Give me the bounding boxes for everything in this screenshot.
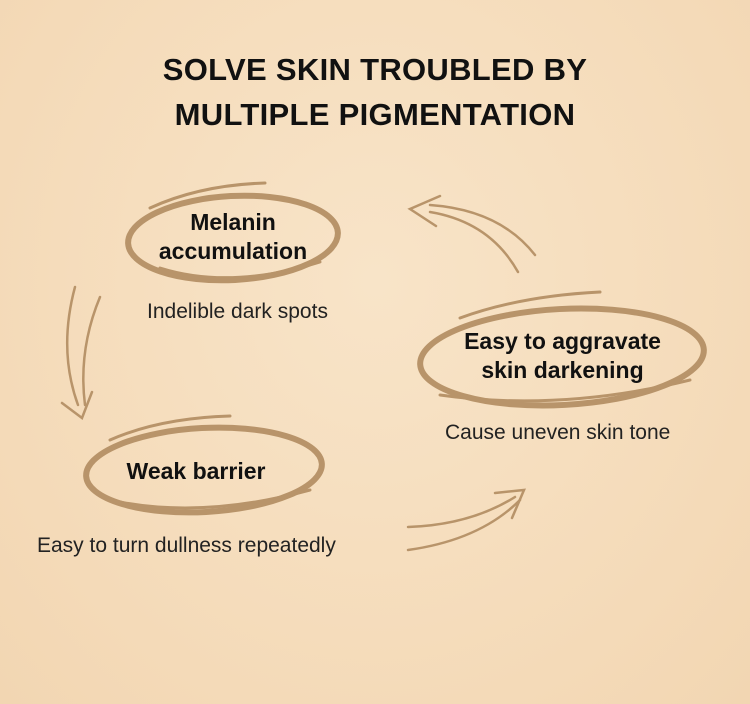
arrow-right-icon [406, 488, 526, 552]
ellipse-aggravate [417, 290, 707, 409]
node-melanin-accumulation: Melanin accumulation [128, 208, 338, 266]
node-easy-to-aggravate: Easy to aggravate skin darkening [430, 327, 695, 385]
node-description: Cause uneven skin tone [445, 421, 671, 444]
arrow-up-left-icon [407, 194, 537, 274]
node-label-line1: Easy to aggravate [464, 328, 661, 354]
node-label-line1: Melanin [190, 209, 276, 235]
page-title-line2: MULTIPLE PIGMENTATION [174, 97, 576, 132]
ellipse-melanin [125, 181, 341, 284]
node-description: Indelible dark spots [147, 300, 328, 323]
node-label-line1: Weak barrier [126, 458, 266, 484]
page-title-line1: SOLVE SKIN TROUBLED BY [162, 52, 588, 87]
arrow-down-icon [60, 285, 102, 420]
node-label-line2: accumulation [158, 238, 308, 264]
node-label-line2: skin darkening [481, 357, 644, 383]
ellipse-weak-barrier [83, 414, 325, 516]
node-weak-barrier: Weak barrier [96, 457, 296, 486]
node-description: Easy to turn dullness repeatedly [37, 534, 336, 557]
